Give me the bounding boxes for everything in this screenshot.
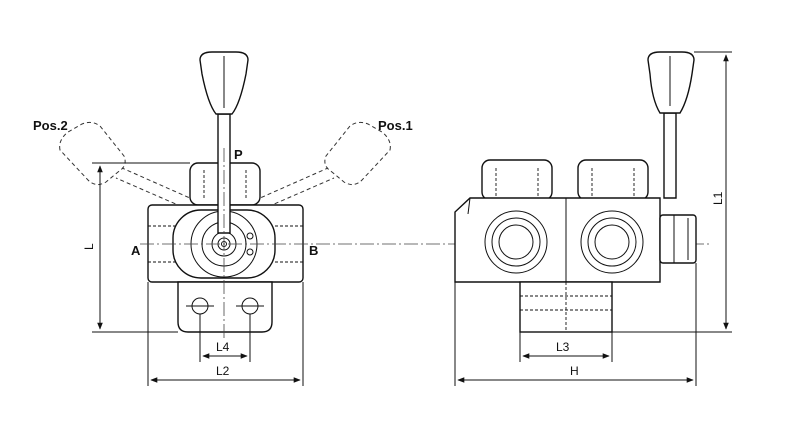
port-b-label: B	[309, 243, 318, 258]
side-port-right	[580, 210, 644, 274]
side-port-left	[484, 210, 548, 274]
port-p-label: P	[234, 147, 243, 162]
side-lever-knob	[647, 51, 695, 114]
dim-l-label: L	[82, 243, 96, 250]
mounting-flange	[177, 281, 273, 333]
side-plug	[659, 214, 697, 264]
dim-h-label: H	[570, 364, 579, 378]
side-top-boss-left	[481, 159, 553, 201]
dim-l3-label: L3	[556, 340, 570, 354]
dimensions: L L4 L2 L1 L3 H	[82, 51, 732, 386]
position-2-label: Pos.2	[33, 118, 68, 133]
side-top-boss-right	[577, 159, 649, 201]
side-lever-stem	[663, 112, 677, 199]
position-1-label: Pos.1	[378, 118, 413, 133]
port-a-label: A	[131, 243, 141, 258]
side-view	[454, 51, 697, 333]
lever-pos1-ghost	[241, 121, 391, 216]
front-view: Pos.2 Pos.1 P A B	[33, 51, 413, 333]
detent-screw-lower	[246, 248, 254, 256]
detent-screw-upper	[246, 232, 254, 240]
dim-l1-label: L1	[711, 191, 725, 205]
dim-l2-label: L2	[216, 364, 230, 378]
lever-pos2-ghost	[59, 121, 209, 216]
dim-l4-label: L4	[216, 340, 230, 354]
